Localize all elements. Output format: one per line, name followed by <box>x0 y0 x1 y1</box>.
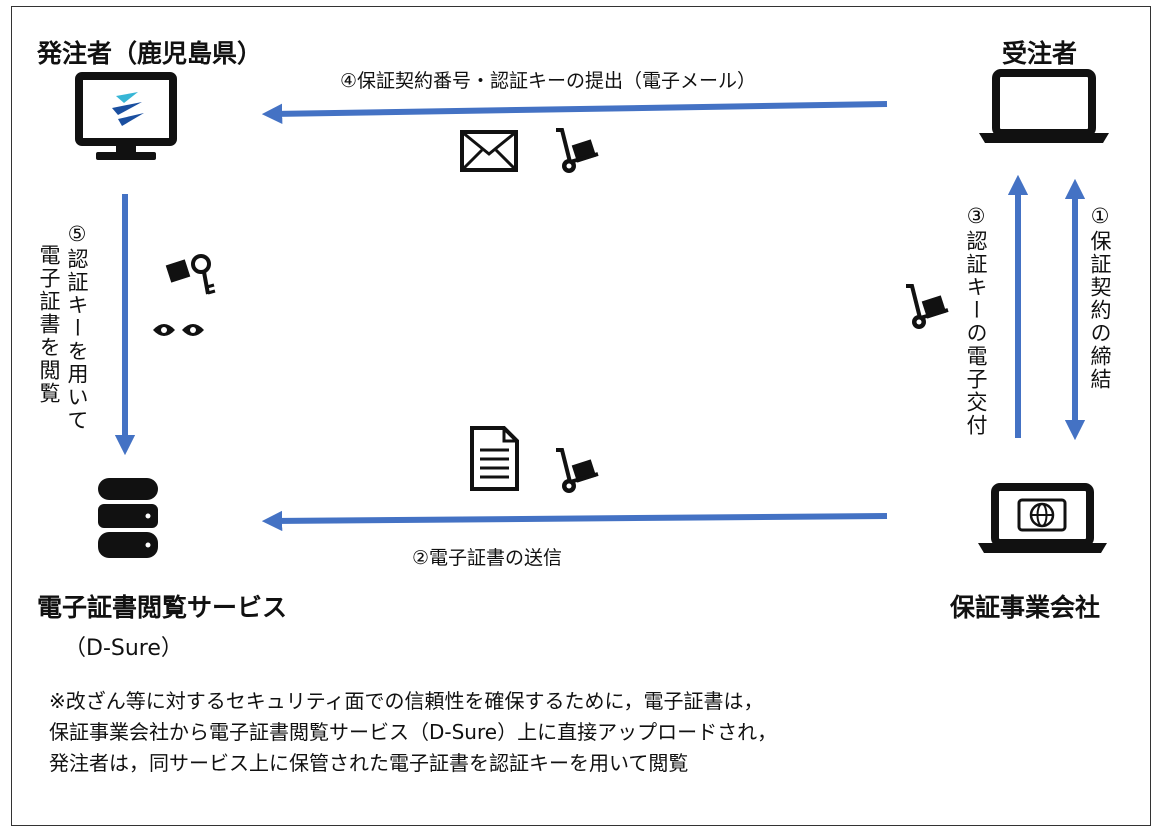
hand-truck-icon <box>556 128 599 173</box>
service-label: 電子証書閲覧サービス <box>37 593 288 622</box>
footnote-line3: 発注者は，同サービス上に保管された電子証書を認証キーを用いて閲覧 <box>49 751 689 775</box>
footnote-line1: ※改ざん等に対するセキュリティ面での信頼性を確保するために，電子証書は， <box>49 689 764 713</box>
eyes-icon <box>153 324 204 336</box>
arrow-step4 <box>261 101 888 125</box>
guarantor-label: 保証事業会社 <box>950 593 1101 622</box>
laptop-icon <box>979 69 1109 143</box>
footnote-line2: 保証事業会社から電子証書閲覧サービス（D‑Sure）上に直接アップロードされ， <box>49 720 778 744</box>
service-sublabel: （D‑Sure） <box>64 636 183 661</box>
step2-label: ②電子証書の送信 <box>412 547 563 569</box>
database-icon <box>98 478 158 558</box>
laptop-globe-icon <box>978 483 1107 553</box>
step3-label: ③認証キーの電子交付 <box>964 204 988 437</box>
document-icon <box>470 426 519 491</box>
step1-label: ①保証契約の締結 <box>1088 204 1112 391</box>
envelope-icon <box>460 130 518 172</box>
step5-label-line1: ⑤認証キーを用いて <box>65 222 89 432</box>
client-label: 発注者（鹿児島県） <box>37 39 263 68</box>
hand-truck-icon <box>906 284 949 329</box>
contractor-label: 受注者 <box>1002 39 1078 68</box>
diagram-frame <box>11 6 1151 826</box>
footnote: ※改ざん等に対するセキュリティ面での信頼性を確保するために，電子証書は， 保証事… <box>49 686 777 779</box>
step4-label: ④保証契約番号・認証キーの提出（電子メール） <box>340 70 757 92</box>
key-icon <box>165 254 216 295</box>
prefecture-logo-icon <box>112 92 144 126</box>
step5-label-line2: 電子証書を閲覧 <box>37 244 61 405</box>
arrow-step2 <box>261 510 888 532</box>
hand-truck-icon <box>556 448 599 493</box>
monitor-icon <box>75 72 177 160</box>
